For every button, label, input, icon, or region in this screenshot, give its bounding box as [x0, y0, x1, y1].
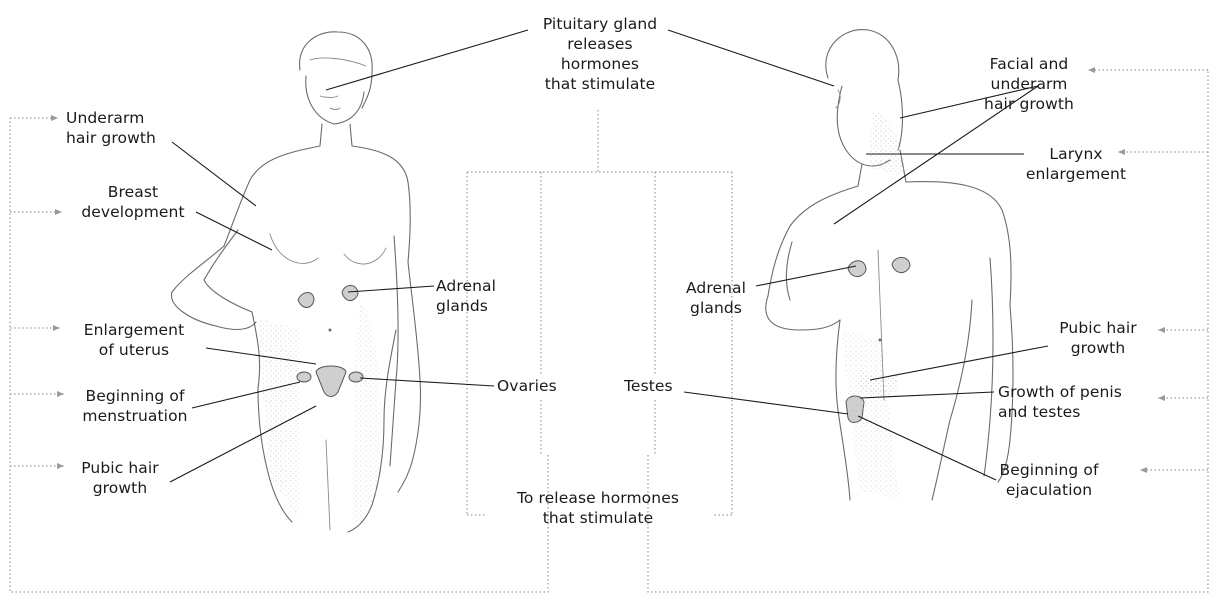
larynx-line-1: Larynx [1024, 144, 1128, 164]
underarm-hair-female-label: Underarm hair growth [66, 108, 156, 148]
penis-line-2: and testes [998, 402, 1122, 422]
breast-development-label: Breast development [72, 182, 194, 222]
ovaries-label: Ovaries [497, 376, 557, 396]
adrenal-female-line-1: Adrenal [436, 276, 496, 296]
release-hormones-label: To release hormones that stimulate [488, 488, 708, 528]
pituitary-line-1: Pituitary gland [520, 14, 680, 34]
facial-line-2: underarm [974, 74, 1084, 94]
adrenal-female-line-2: glands [436, 296, 496, 316]
facial-line-1: Facial and [974, 54, 1084, 74]
pubic-female-line-2: growth [70, 478, 170, 498]
underarm-female-line-1: Underarm [66, 108, 156, 128]
adrenal-male-label: Adrenal glands [676, 278, 756, 318]
pituitary-label: Pituitary gland releases hormones that s… [520, 14, 680, 94]
uterus-line-1: Enlargement [68, 320, 200, 340]
ejaculation-line-2: ejaculation [994, 480, 1104, 500]
larynx-enlargement-label: Larynx enlargement [1024, 144, 1128, 184]
release-line-2: that stimulate [488, 508, 708, 528]
pituitary-line-2: releases [520, 34, 680, 54]
pituitary-line-3: hormones [520, 54, 680, 74]
adrenal-male-line-1: Adrenal [676, 278, 756, 298]
pubic-female-line-1: Pubic hair [70, 458, 170, 478]
breast-line-1: Breast [72, 182, 194, 202]
release-line-1: To release hormones [488, 488, 708, 508]
menstruation-line-1: Beginning of [70, 386, 200, 406]
adrenal-female-label: Adrenal glands [436, 276, 496, 316]
breast-line-2: development [72, 202, 194, 222]
ovaries-text: Ovaries [497, 376, 557, 396]
pubic-hair-female-label: Pubic hair growth [70, 458, 170, 498]
pituitary-line-4: that stimulate [520, 74, 680, 94]
pubic-male-line-2: growth [1048, 338, 1148, 358]
ejaculation-line-1: Beginning of [994, 460, 1104, 480]
menstruation-label: Beginning of menstruation [70, 386, 200, 426]
penis-line-1: Growth of penis [998, 382, 1122, 402]
uterus-line-2: of uterus [68, 340, 200, 360]
penis-testes-growth-label: Growth of penis and testes [998, 382, 1122, 422]
menstruation-line-2: menstruation [70, 406, 200, 426]
female-figure [172, 32, 421, 532]
uterus-enlargement-label: Enlargement of uterus [68, 320, 200, 360]
leader-lines [170, 30, 1048, 482]
ejaculation-label: Beginning of ejaculation [994, 460, 1104, 500]
facial-line-3: hair growth [974, 94, 1084, 114]
larynx-line-2: enlargement [1024, 164, 1128, 184]
underarm-female-line-2: hair growth [66, 128, 156, 148]
facial-underarm-hair-label: Facial and underarm hair growth [974, 54, 1084, 114]
testes-text: Testes [624, 376, 673, 396]
pubic-hair-male-label: Pubic hair growth [1048, 318, 1148, 358]
adrenal-male-line-2: glands [676, 298, 756, 318]
pubic-male-line-1: Pubic hair [1048, 318, 1148, 338]
testes-label: Testes [624, 376, 673, 396]
